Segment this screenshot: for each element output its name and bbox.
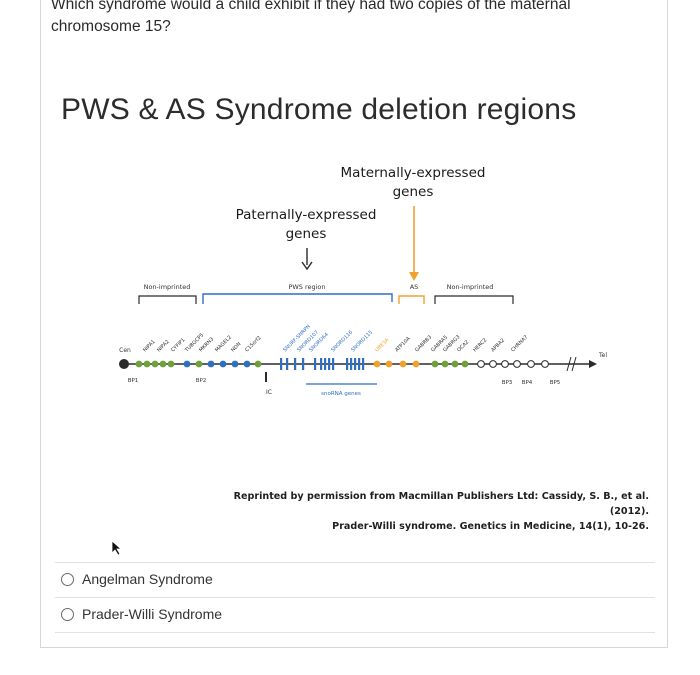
break-mark-1 xyxy=(566,356,572,372)
paternal-label-line1: Paternally-expressed xyxy=(236,207,377,223)
gene-marker xyxy=(362,358,365,370)
maternal-label-line1: Maternally-expressed xyxy=(341,165,486,181)
gene-label: ATP10A xyxy=(394,335,412,353)
gene-label: NIPA1 xyxy=(142,339,157,354)
bp4-label: BP4 xyxy=(522,380,533,386)
centromere xyxy=(119,359,129,369)
gene-marker xyxy=(412,360,420,368)
gene-label: HERC2 xyxy=(472,337,488,353)
gene-marker xyxy=(286,358,289,370)
maternal-label-line2: genes xyxy=(393,184,434,200)
gene-label: C15orf2 xyxy=(244,335,262,353)
tel-label: Tel xyxy=(598,352,607,359)
gene-marks xyxy=(135,358,549,370)
gene-marker xyxy=(385,360,393,368)
gene-label: CYFIP1 xyxy=(170,337,186,353)
paternal-arrowhead xyxy=(301,261,313,271)
gene-marker xyxy=(314,358,317,370)
deletion-region-diagram: Maternally-expressed genes Paternally-ex… xyxy=(119,165,607,397)
gene-marker xyxy=(195,360,203,368)
question-text: Which syndrome would a child exhibit if … xyxy=(51,0,571,35)
option-prader-willi-label: Prader-Willi Syndrome xyxy=(82,606,223,622)
gene-marker xyxy=(159,360,167,368)
ic-label: IC xyxy=(266,389,272,396)
mouse-cursor-icon xyxy=(111,540,123,556)
paternal-label-line2: genes xyxy=(286,226,327,242)
gene-marker xyxy=(280,358,283,370)
option-prader-willi[interactable]: Prader-Willi Syndrome xyxy=(61,603,222,625)
ic-marker xyxy=(265,372,267,382)
citation-line1: Reprinted by permission from Macmillan P… xyxy=(233,491,649,517)
gene-marker xyxy=(294,358,297,370)
gene-marker xyxy=(354,358,357,370)
snorna-label: snoRNA genes xyxy=(321,391,361,397)
gene-marker xyxy=(527,360,535,368)
gene-marker xyxy=(461,360,469,368)
option-angelman[interactable]: Angelman Syndrome xyxy=(61,568,213,590)
gene-label: NIPA2 xyxy=(156,339,171,354)
citation-line2: Prader-Willi syndrome. Genetics in Medic… xyxy=(332,521,649,532)
pws-region-label: PWS region xyxy=(288,283,325,291)
option-angelman-label: Angelman Syndrome xyxy=(82,571,213,587)
bracket-as xyxy=(398,295,425,304)
radio-prader-willi[interactable] xyxy=(61,607,74,621)
chromosome-end-arrow xyxy=(589,360,597,368)
bracket-non-imprinted-right xyxy=(434,295,514,304)
gene-label: NDN xyxy=(230,341,242,353)
gene-marker xyxy=(513,360,521,368)
gene-marker xyxy=(358,358,361,370)
gene-marker xyxy=(441,360,449,368)
question-card: Which syndrome would a child exhibit if … xyxy=(40,0,668,648)
bp5-label: BP5 xyxy=(550,380,561,386)
gene-label: SNORD115 xyxy=(350,330,374,354)
gene-marker xyxy=(399,360,407,368)
gene-label: APBA2 xyxy=(490,338,506,354)
figure-citation: Reprinted by permission from Macmillan P… xyxy=(219,489,649,534)
gene-marker xyxy=(431,360,439,368)
gene-marker xyxy=(302,358,305,370)
gene-marker xyxy=(489,360,497,368)
gene-marker xyxy=(151,360,159,368)
gene-label: CHRNA7 xyxy=(510,334,529,353)
radio-angelman[interactable] xyxy=(61,572,74,586)
gene-marker xyxy=(183,360,191,368)
gene-marker xyxy=(167,360,175,368)
bp2-label: BP2 xyxy=(196,378,207,384)
gene-marker xyxy=(501,360,509,368)
gene-marker xyxy=(143,360,151,368)
gene-marker xyxy=(207,360,215,368)
bracket-pws-region xyxy=(202,293,393,304)
figure-title: PWS & AS Syndrome deletion regions xyxy=(61,93,577,126)
gene-marker xyxy=(135,360,143,368)
gene-marker xyxy=(231,360,239,368)
option-divider-top xyxy=(55,562,655,563)
non-imprinted-left-label: Non-imprinted xyxy=(144,283,191,291)
gene-marker xyxy=(219,360,227,368)
option-divider-middle xyxy=(55,597,655,598)
maternal-arrowhead xyxy=(409,272,419,281)
gene-marker xyxy=(346,358,349,370)
gene-marker xyxy=(451,360,459,368)
gene-marker xyxy=(541,360,549,368)
bp3-label: BP3 xyxy=(502,380,513,386)
gene-marker xyxy=(328,358,331,370)
gene-marker xyxy=(254,360,262,368)
gene-marker xyxy=(324,358,327,370)
gene-label: MAGEL2 xyxy=(214,335,233,354)
gene-marker xyxy=(373,360,381,368)
break-mark-2 xyxy=(571,356,577,372)
gene-marker xyxy=(350,358,353,370)
gene-marker xyxy=(477,360,485,368)
option-divider-bottom xyxy=(55,632,655,633)
gene-label: UBE3A xyxy=(374,337,391,354)
non-imprinted-right-label: Non-imprinted xyxy=(447,283,494,291)
bracket-non-imprinted-left xyxy=(138,295,197,304)
cen-label: Cen xyxy=(119,347,131,354)
gene-marker xyxy=(332,358,335,370)
gene-marker xyxy=(320,358,323,370)
as-label: AS xyxy=(410,283,419,291)
bp1-label: BP1 xyxy=(128,378,139,384)
gene-marker xyxy=(243,360,251,368)
